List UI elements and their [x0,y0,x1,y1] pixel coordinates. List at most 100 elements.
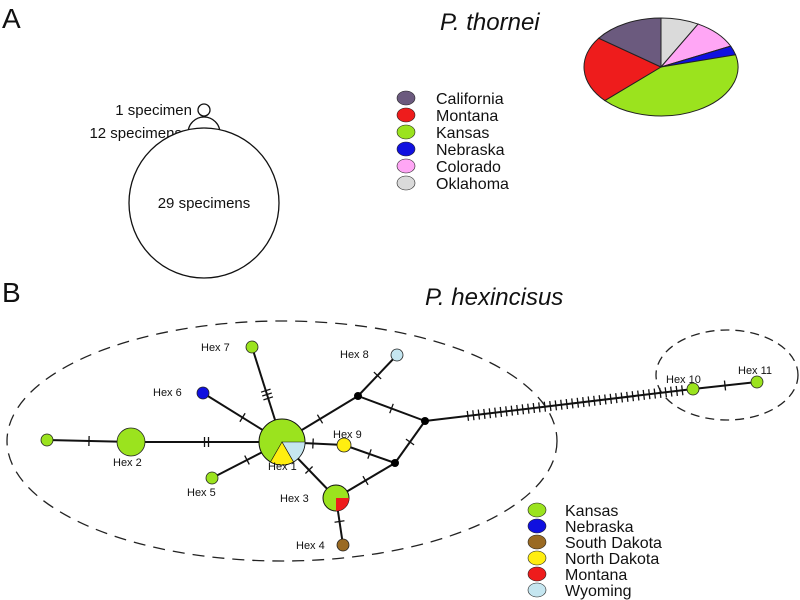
mutation-tick [576,397,580,408]
mutation-tick [604,394,607,405]
mutation-tick [543,401,547,412]
legend-swatch [527,566,547,582]
legend-label: Kansas [436,125,489,142]
mutation-tick [670,386,673,397]
mutation-tick [244,455,250,465]
median-vector-node [354,392,362,400]
mutation-tick [527,403,530,414]
haplotype-label: Hex 7 [201,342,230,354]
legend-swatch [396,124,416,140]
legend-label: Colorado [436,159,501,176]
panel-title-b: P. hexincisus [425,284,563,311]
network-edge [424,388,694,422]
legend-label: Oklahoma [436,176,509,193]
haplotype-node [336,437,352,453]
mutation-tick [549,400,552,412]
haplotype-label: Hex 2 [113,457,142,469]
haplotype-label: Hex 3 [280,493,309,505]
legend-label: North Dakota [565,551,659,568]
legend-label: Montana [436,108,498,125]
mutation-tick [334,520,345,523]
pie-slice-montana [336,498,349,511]
haplotype-label: Hex 1 [268,461,297,473]
mutation-tick [598,395,602,406]
haplotype-label: Hex 11 [738,365,772,377]
mutation-tick [499,406,503,417]
legend-swatch [396,175,416,191]
legend-swatch [396,90,416,106]
mutation-tick [505,406,508,417]
mutation-tick [516,404,519,416]
legend-label: Kansas [565,503,618,520]
legend-label: Montana [565,567,627,584]
mutation-tick [615,393,618,404]
mutation-tick [642,389,646,400]
haplotype-node [390,348,404,362]
mutation-tick [304,466,314,474]
mutation-tick [510,405,514,416]
mutation-tick [362,475,369,486]
mutation-tick [664,387,668,398]
group-ellipse [655,329,799,421]
pie-slice-north-dakota [270,441,294,466]
size-legend-label: 12 specimens [89,125,182,142]
mutation-tick [263,396,274,401]
haplotype-node [205,471,219,485]
mutation-tick [405,438,415,446]
size-legend-label: 29 specimens [158,195,251,212]
mutation-tick [620,392,624,403]
mutation-tick [571,398,574,409]
haplotype-node [40,433,54,447]
mutation-tick [483,408,486,419]
legend-label: Wyoming [565,583,632,600]
legend-swatch [527,518,547,534]
haplotype-label: Hex 9 [333,429,362,441]
legend-label: Nebraska [565,519,634,536]
legend-swatch [396,107,416,123]
mutation-tick [239,412,246,423]
mutation-tick [538,402,541,413]
size-legend-circle [197,103,211,117]
haplotype-node [116,427,146,457]
mutation-tick [389,403,394,414]
mutation-tick [681,385,684,396]
size-legend-label: 1 specimen [115,102,192,119]
mutation-tick [532,402,536,414]
size-legend-circle [128,127,280,279]
mutation-tick [262,392,272,397]
mutation-tick [472,410,475,421]
mutation-tick [466,410,470,421]
haplotype-label: Hex 4 [296,540,325,552]
mutation-tick [554,400,558,411]
mutation-tick [367,449,372,459]
mutation-tick [631,391,635,402]
median-vector-node [421,417,429,425]
mutation-tick [587,396,591,407]
mutation-tick [626,391,629,402]
group-ellipse [6,320,558,562]
mutation-tick [488,408,492,419]
mutation-tick [560,399,563,410]
mutation-tick [593,395,596,406]
mutation-tick [637,390,640,401]
haplotype-label: Hex 8 [340,349,369,361]
legend-swatch [527,534,547,550]
mutation-tick [565,399,569,410]
mutation-tick [659,387,662,398]
haplotype-node [336,538,350,552]
mutation-tick [521,404,525,415]
mutation-tick [373,371,382,380]
mutation-tick [675,385,679,396]
legend-swatch [396,141,416,157]
legend-swatch [527,550,547,566]
haplotype-node [686,382,700,396]
mutation-tick [609,393,613,404]
legend-swatch [527,582,547,598]
pie-slice-montana [583,37,663,102]
haplotype-node [196,386,210,400]
legend-swatch [527,502,547,518]
mutation-tick [582,397,585,408]
pie-slice-kansas [603,54,739,117]
